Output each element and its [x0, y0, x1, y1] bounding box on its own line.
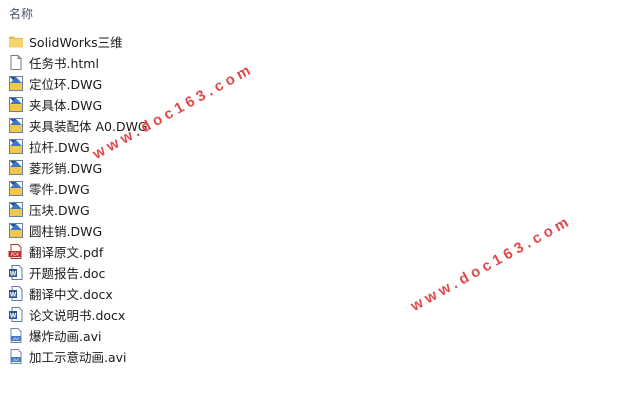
svg-text:PDF: PDF: [11, 252, 20, 258]
svg-text:W: W: [10, 292, 17, 299]
file-name: 任务书.html: [29, 56, 99, 71]
file-name: SolidWorks三维: [29, 35, 123, 50]
file-item[interactable]: W 开题报告.doc: [8, 262, 148, 283]
word-file-icon: W: [8, 264, 24, 281]
file-item[interactable]: 定位环.DWG: [8, 73, 148, 94]
dwg-file-icon: [8, 138, 24, 155]
file-item[interactable]: 压块.DWG: [8, 199, 148, 220]
watermark: www.doc163.com: [408, 212, 575, 315]
folder-icon: [8, 33, 24, 50]
file-name: 翻译中文.docx: [29, 287, 113, 302]
dwg-file-icon: [8, 96, 24, 113]
file-item[interactable]: 拉杆.DWG: [8, 136, 148, 157]
name-column-header[interactable]: 名称: [9, 7, 34, 21]
file-name: 定位环.DWG: [29, 77, 103, 92]
file-item[interactable]: 圆柱销.DWG: [8, 220, 148, 241]
file-item[interactable]: W 论文说明书.docx: [8, 304, 148, 325]
file-name: 菱形销.DWG: [29, 161, 103, 176]
file-item[interactable]: 零件.DWG: [8, 178, 148, 199]
file-name: 圆柱销.DWG: [29, 224, 103, 239]
dwg-file-icon: [8, 201, 24, 218]
file-list: SolidWorks三维任务书.html 定位环.DWG 夹具体.DWG 夹具装配体 …: [8, 31, 148, 367]
file-item[interactable]: AVI 加工示意动画.avi: [8, 346, 148, 367]
file-name: 夹具体.DWG: [29, 98, 103, 113]
file-item[interactable]: 夹具体.DWG: [8, 94, 148, 115]
word-file-icon: W: [8, 285, 24, 302]
file-name: 论文说明书.docx: [29, 308, 126, 323]
file-name: 开题报告.doc: [29, 266, 106, 281]
file-name: 压块.DWG: [29, 203, 90, 218]
dwg-file-icon: [8, 180, 24, 197]
file-name: 拉杆.DWG: [29, 140, 90, 155]
file-item[interactable]: 夹具装配体 A0.DWG: [8, 115, 148, 136]
svg-text:AVI: AVI: [13, 336, 19, 341]
file-item[interactable]: 任务书.html: [8, 52, 148, 73]
avi-file-icon: AVI: [8, 327, 24, 344]
file-name: 零件.DWG: [29, 182, 90, 197]
file-item[interactable]: W 翻译中文.docx: [8, 283, 148, 304]
file-name: 翻译原文.pdf: [29, 245, 104, 260]
dwg-file-icon: [8, 75, 24, 92]
html-file-icon: [8, 54, 24, 71]
svg-text:AVI: AVI: [13, 357, 19, 362]
dwg-file-icon: [8, 117, 24, 134]
svg-text:W: W: [10, 271, 17, 278]
svg-text:W: W: [10, 313, 17, 320]
file-item[interactable]: 菱形销.DWG: [8, 157, 148, 178]
word-file-icon: W: [8, 306, 24, 323]
dwg-file-icon: [8, 159, 24, 176]
file-item[interactable]: AVI 爆炸动画.avi: [8, 325, 148, 346]
dwg-file-icon: [8, 222, 24, 239]
pdf-file-icon: PDF: [8, 243, 24, 260]
file-name: 爆炸动画.avi: [29, 329, 102, 344]
avi-file-icon: AVI: [8, 348, 24, 365]
file-name: 夹具装配体 A0.DWG: [29, 119, 148, 134]
file-name: 加工示意动画.avi: [29, 350, 127, 365]
file-item[interactable]: SolidWorks三维: [8, 31, 148, 52]
file-item[interactable]: PDF 翻译原文.pdf: [8, 241, 148, 262]
